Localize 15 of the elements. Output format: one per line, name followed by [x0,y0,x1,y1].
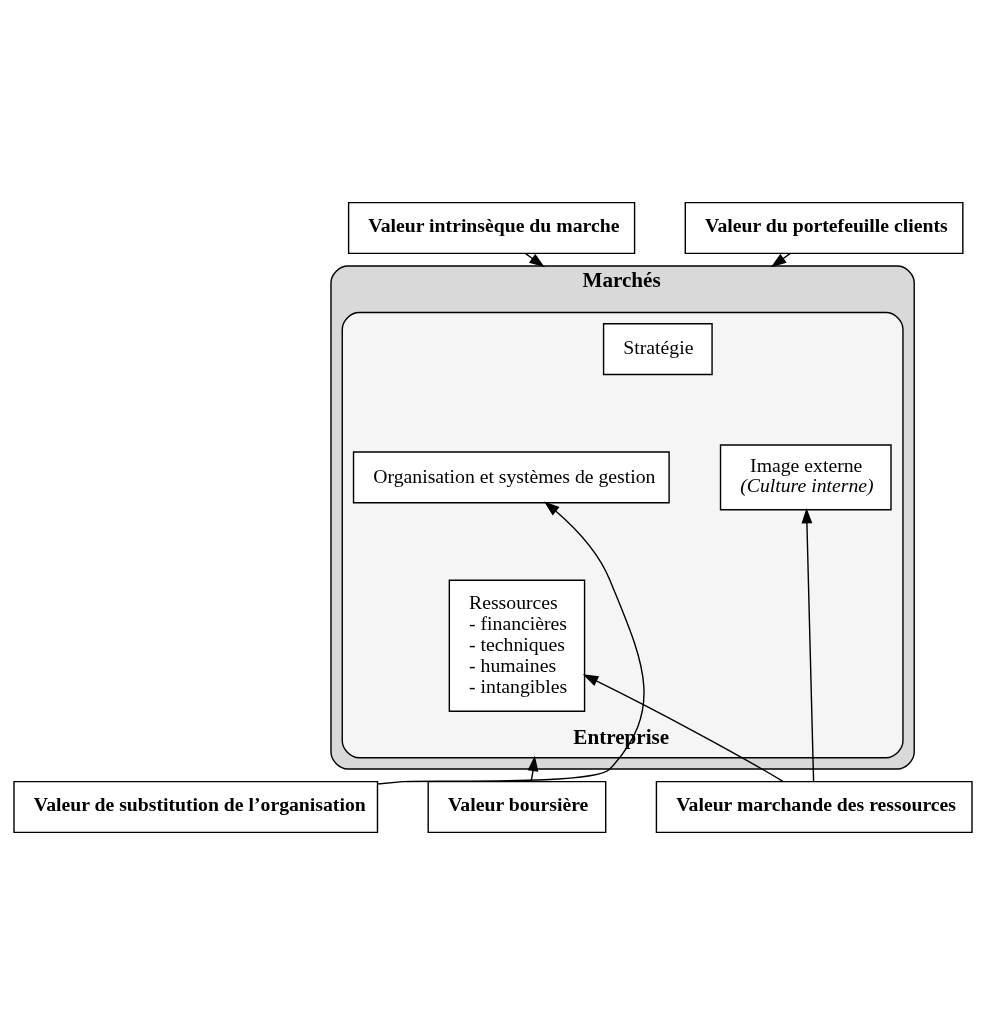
arrow [801,507,815,782]
arrow [376,500,645,785]
node-box: Valeur intrinsèque du marche [347,201,636,254]
arrow [524,252,545,267]
node-box: Valeur marchande des ressources [655,780,973,833]
node-box: Image externe (Culture interne) [719,443,892,510]
node-box: Organisation et systèmes de gestion [352,450,670,503]
node-box: Valeur du portefeuille clients [684,201,964,254]
arrow [582,673,784,782]
arrow [527,755,539,782]
node-box: Ressources - financières - techniques - humaines - intangibles [448,579,586,712]
node-box: Valeur de substitution de l’organisation [13,780,379,833]
arrow [770,252,791,267]
node-box: Valeur boursière [427,780,607,833]
node-box: Stratégie [602,322,713,375]
